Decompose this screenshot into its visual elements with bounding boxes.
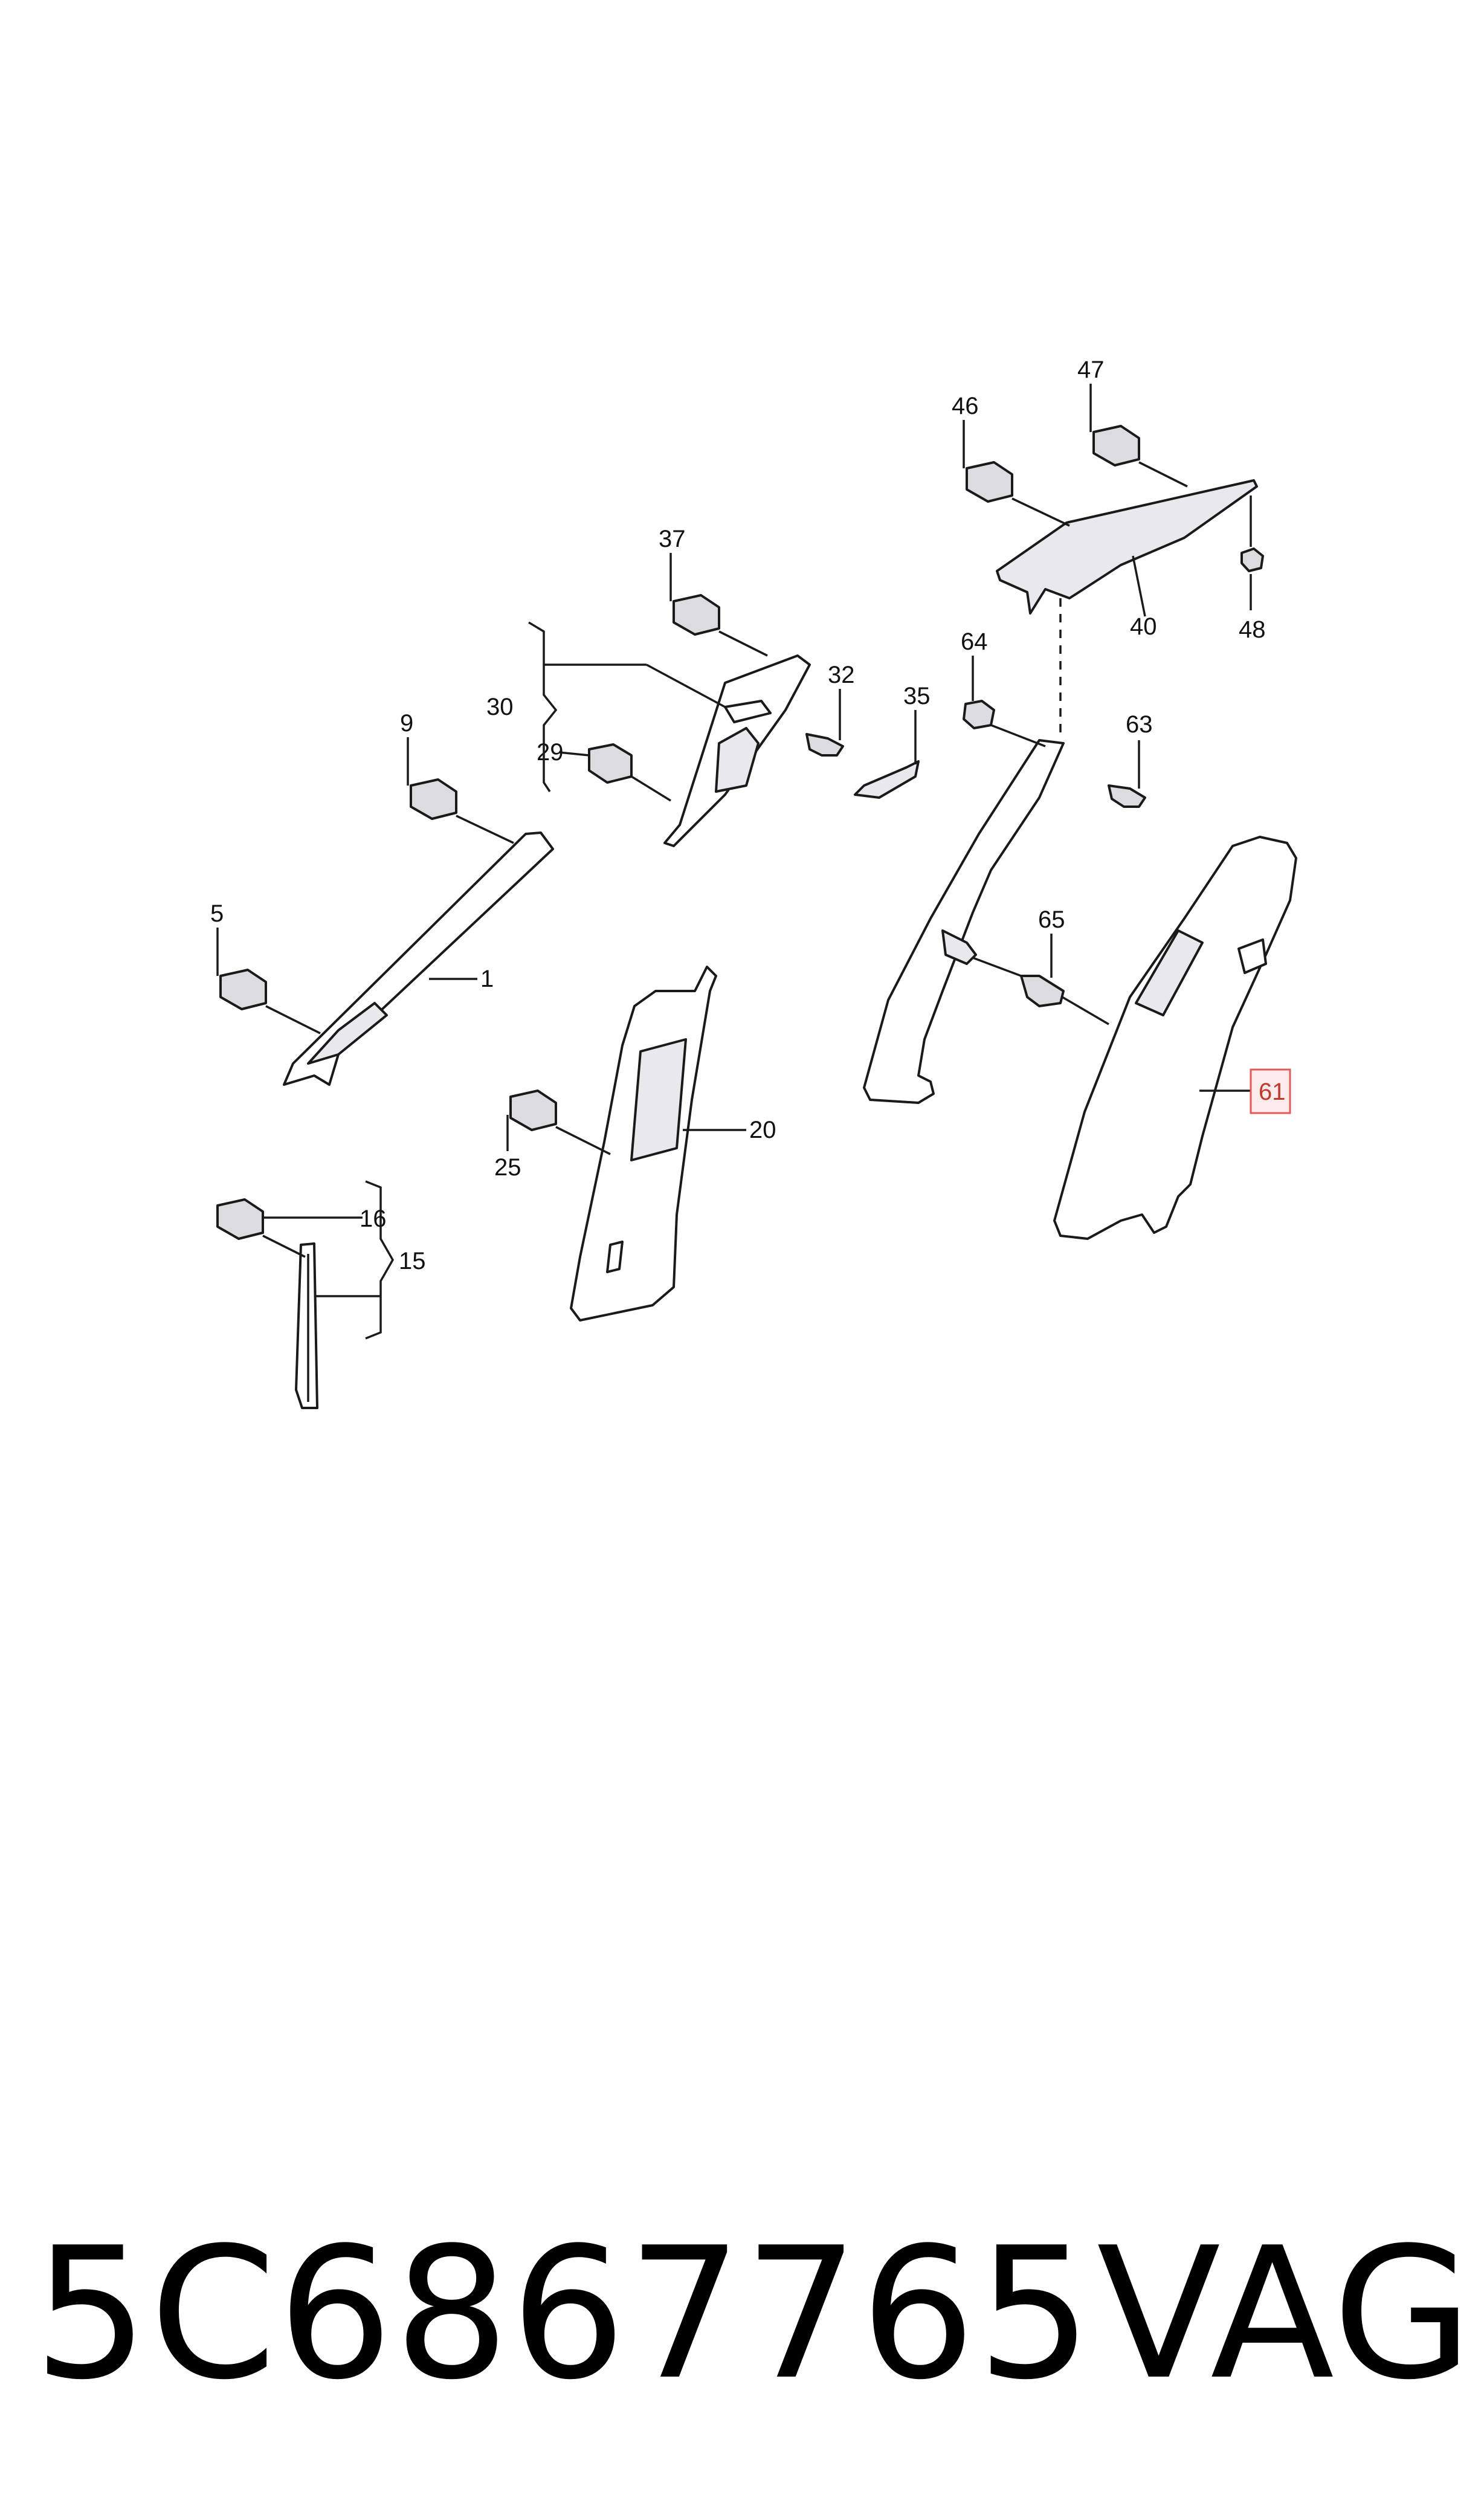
callout-64: 64: [961, 628, 988, 655]
clip-part-37: [669, 553, 768, 657]
callout-46: 46: [952, 393, 979, 419]
clip-part-9: [407, 737, 514, 844]
grommet-part-64: [963, 656, 1046, 747]
clip-part-29: [558, 743, 671, 802]
clip-part-5: [216, 928, 321, 1035]
callout-15: 15: [399, 1248, 426, 1274]
callout-29: 29: [537, 739, 564, 766]
callout-1: 1: [480, 966, 494, 992]
callout-16: 16: [360, 1206, 387, 1232]
callout-9: 9: [400, 710, 413, 737]
clip-part-16: [216, 1198, 363, 1258]
c-pillar-upper-trim-part-40: [996, 479, 1258, 737]
callout-65: 65: [1038, 906, 1065, 933]
callout-35: 35: [903, 683, 931, 709]
clip-part-25: [506, 1090, 611, 1155]
c-pillar-lower-trim-part-61: [1053, 836, 1297, 1240]
bracket-30: [528, 621, 558, 792]
callout-63: 63: [1126, 711, 1153, 738]
clip-part-65: [1020, 934, 1109, 1025]
callout-40: 40: [1130, 613, 1157, 640]
callout-32: 32: [828, 662, 855, 688]
clip-part-35: [854, 710, 920, 799]
part-number-label: 5C6867765: [33, 2209, 1094, 2420]
footer: 5C6867765 VAG: [0, 2212, 1484, 2417]
c-pillar-frame-outline: [863, 739, 1065, 1104]
callout-37: 37: [659, 526, 686, 552]
b-pillar-upper-trim-part-30: [663, 654, 811, 847]
trim-strip-part-15: [295, 1180, 395, 1409]
callout-61[interactable]: 61: [1259, 1079, 1286, 1105]
screw-part-32: [805, 689, 844, 757]
clip-part-47: [1089, 384, 1188, 488]
a-pillar-trim-part-1: [283, 831, 554, 1086]
callout-48: 48: [1239, 616, 1266, 643]
b-pillar-lower-trim-part-20: [570, 966, 746, 1322]
callout-47: 47: [1077, 357, 1105, 383]
callout-25: 25: [494, 1154, 521, 1181]
screw-part-63: [1108, 740, 1146, 808]
callout-30: 30: [486, 694, 514, 720]
brand-label: VAG: [1097, 2209, 1474, 2420]
nut-part-48: [1240, 496, 1264, 610]
callout-20: 20: [749, 1117, 776, 1143]
callout-5: 5: [210, 900, 224, 927]
clip-part-46: [963, 420, 1070, 527]
callout-61-highlight[interactable]: 61: [1250, 1068, 1291, 1114]
